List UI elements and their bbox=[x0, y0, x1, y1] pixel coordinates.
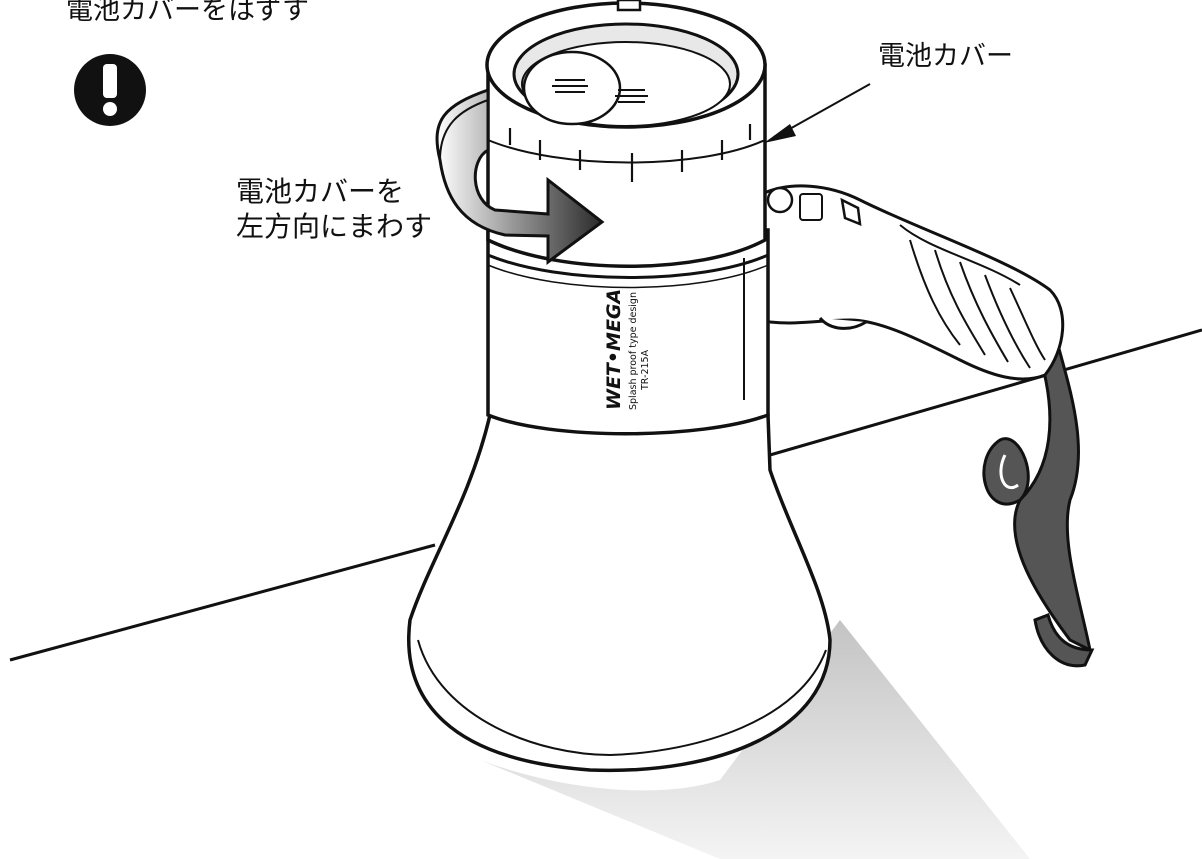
callout-leader bbox=[764, 83, 871, 143]
rotate-instruction: 電池カバーを 左方向にまわす bbox=[236, 174, 432, 244]
brand-name: WET•MEGA bbox=[603, 289, 625, 410]
table-edge-line bbox=[9, 328, 1202, 662]
model-number: TR-215A bbox=[640, 349, 651, 391]
battery-cover-label: 電池カバー bbox=[878, 41, 1013, 72]
brand-tagline: Splash proof type design bbox=[628, 292, 639, 410]
horn-rim-line bbox=[417, 639, 827, 757]
product-label: WET•MEGA Splash proof type design TR-215… bbox=[603, 289, 651, 410]
battery-cover bbox=[485, 0, 767, 268]
instruction-line-2: 左方向にまわす bbox=[236, 210, 433, 243]
megaphone-body bbox=[486, 228, 770, 436]
megaphone-handle bbox=[753, 184, 1065, 381]
instruction-line-1: 電池カバーを bbox=[236, 175, 405, 208]
curved-arrow-icon bbox=[435, 87, 605, 265]
step-heading: 電池カバーをはずす bbox=[66, 0, 309, 26]
hand-strap bbox=[982, 343, 1095, 668]
exclamation-icon bbox=[74, 54, 146, 126]
megaphone-horn bbox=[407, 413, 832, 773]
